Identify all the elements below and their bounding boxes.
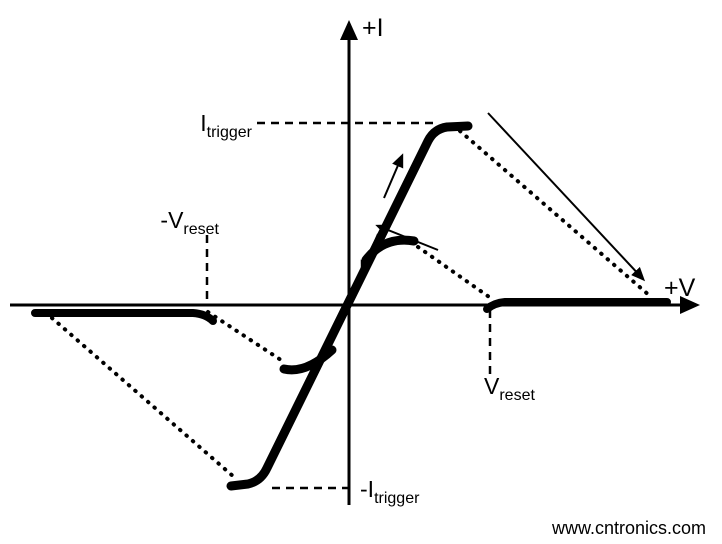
holding-branch-negative — [279, 345, 337, 375]
dotted-snapback-top-right — [458, 129, 652, 298]
v-reset-label: Vreset — [484, 373, 535, 404]
i-trigger-label: Itrigger — [200, 110, 252, 141]
arrow-snapback-direction — [487, 112, 646, 282]
arrow-down-along-curve — [360, 233, 379, 275]
dotted-return-mid-left — [206, 310, 286, 364]
dotted-return-mid-right — [416, 245, 494, 301]
neg-v-reset-label: -Vreset — [160, 207, 219, 238]
arrow-return-to-curve — [375, 224, 439, 251]
i-axis-label: +I — [362, 14, 384, 42]
device-on-state-curve — [226, 121, 473, 491]
arrow-up-along-curve — [383, 153, 404, 199]
neg-i-trigger-label: -Itrigger — [360, 476, 420, 507]
off-state-positive — [483, 298, 671, 313]
watermark: www.cntronics.com — [551, 518, 706, 538]
off-state-negative — [31, 309, 217, 325]
dotted-snapback-bottom-left — [50, 316, 236, 479]
v-axis-label: +V — [664, 274, 696, 302]
